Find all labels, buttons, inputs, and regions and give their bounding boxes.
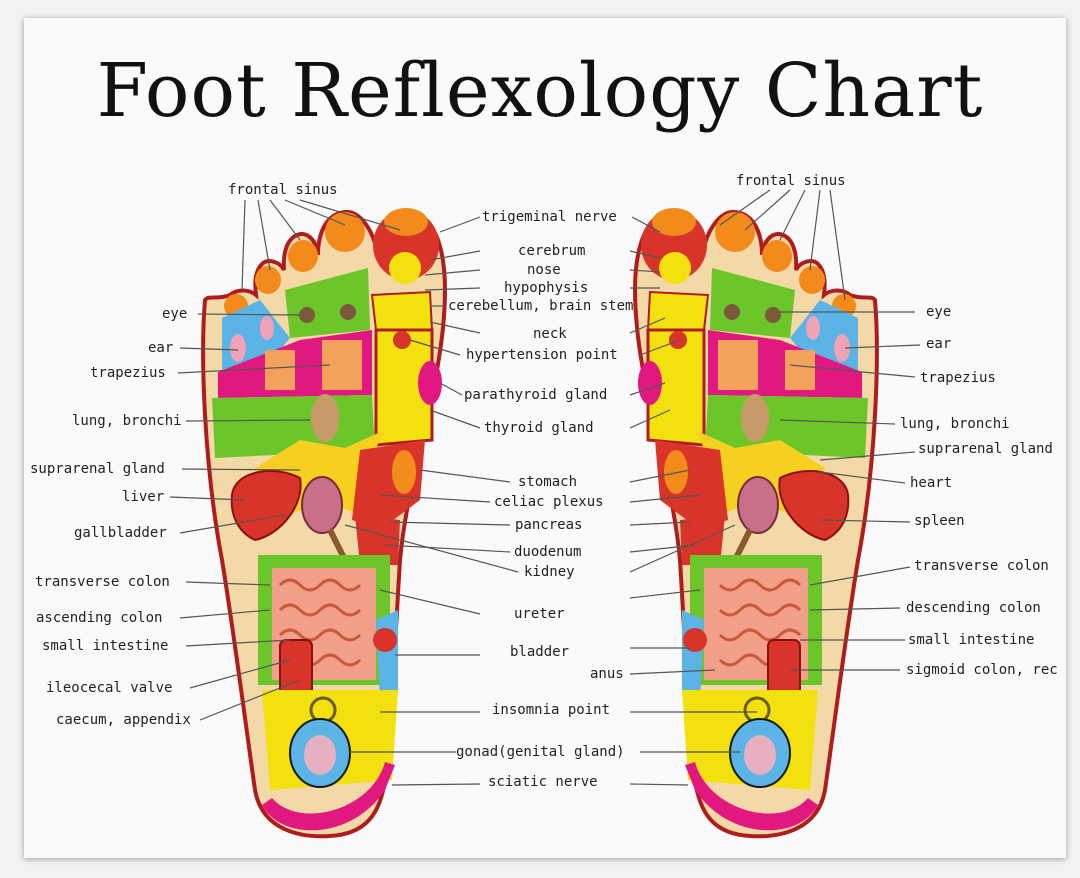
- label-left-lung: lung, bronchi: [72, 413, 182, 429]
- label-left-gallbladder: gallbladder: [74, 525, 167, 541]
- label-nose: nose: [527, 262, 561, 278]
- label-trigeminal-nerve: trigeminal nerve: [482, 209, 617, 225]
- poster-background: [24, 18, 1066, 858]
- label-left-eye: eye: [162, 306, 188, 322]
- label-right-trapezius: trapezius: [920, 370, 996, 386]
- label-right-heart: heart: [910, 475, 953, 491]
- label-left-ear: ear: [148, 340, 174, 356]
- label-right-suprarenal: suprarenal gland: [918, 441, 1053, 457]
- label-stomach: stomach: [518, 474, 578, 490]
- leader-lines: [169, 189, 921, 786]
- label-left-suprarenal: suprarenal gland: [30, 461, 165, 477]
- label-left-frontal-sinus: frontal sinus: [228, 182, 338, 198]
- label-left-caecum: caecum, appendix: [56, 712, 191, 728]
- label-right-sigmoid-colon: sigmoid colon, rec: [906, 662, 1058, 678]
- label-celiac-plexus: celiac plexus: [494, 494, 604, 510]
- label-right-small-intestine: small intestine: [908, 632, 1035, 648]
- label-right-eye: eye: [926, 304, 952, 320]
- label-right-lung: lung, bronchi: [900, 416, 1010, 432]
- label-right-transverse-colon: transverse colon: [914, 558, 1049, 574]
- label-thyroid-gland: thyroid gland: [484, 420, 594, 436]
- label-left-trapezius: trapezius: [90, 365, 166, 381]
- label-left-transverse-colon: transverse colon: [35, 574, 170, 590]
- label-cerebellum: cerebellum, brain stem: [448, 298, 634, 314]
- label-gonad: gonad(genital gland): [456, 744, 625, 760]
- label-left-ascending-colon: ascending colon: [36, 610, 163, 626]
- label-left-small-intestine: small intestine: [42, 638, 169, 654]
- label-right-spleen: spleen: [914, 513, 965, 529]
- label-insomnia-point: insomnia point: [492, 702, 611, 718]
- label-cerebrum: cerebrum: [518, 243, 586, 259]
- label-left-ileocecal-valve: ileocecal valve: [46, 680, 173, 696]
- label-right-ear: ear: [926, 336, 952, 352]
- label-kidney: kidney: [524, 564, 575, 580]
- right-foot-drawing: [635, 208, 877, 836]
- label-right-descending-colon: descending colon: [906, 600, 1041, 616]
- label-left-liver: liver: [122, 489, 165, 505]
- label-duodenum: duodenum: [514, 544, 582, 560]
- label-parathyroid-gland: parathyroid gland: [464, 387, 608, 403]
- label-right-frontal-sinus: frontal sinus: [736, 173, 846, 189]
- label-pancreas: pancreas: [515, 517, 583, 533]
- label-ureter: ureter: [514, 606, 565, 622]
- label-anus: anus: [590, 666, 624, 682]
- chart-title: Foot Reflexology Chart: [96, 48, 984, 134]
- label-bladder: bladder: [510, 644, 570, 660]
- label-sciatic-nerve: sciatic nerve: [488, 774, 598, 790]
- label-neck: neck: [533, 326, 567, 342]
- label-hypertension-point: hypertension point: [466, 347, 618, 363]
- label-hypophysis: hypophysis: [504, 280, 589, 296]
